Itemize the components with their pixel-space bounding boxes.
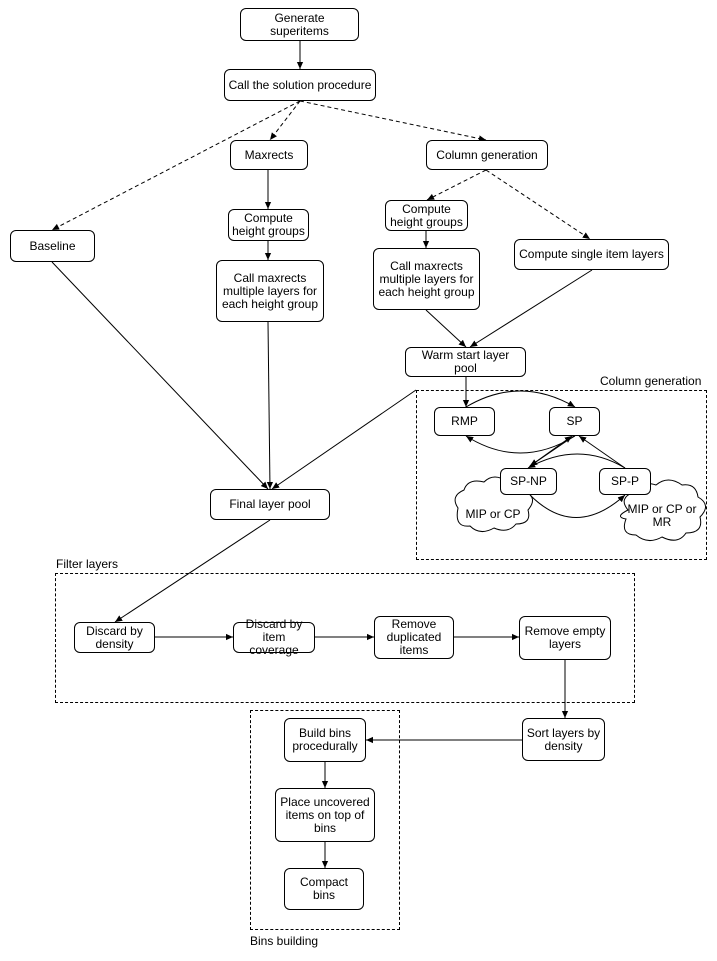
- edge-rmp-to-sp: [465, 390, 576, 408]
- bins-building-group: [250, 710, 400, 930]
- compute-single-item-layers-node[interactable]: Compute single item layers: [514, 239, 669, 270]
- edge-spp-to-sp: [578, 435, 626, 469]
- place-uncovered-items-node[interactable]: Place uncovered items on top of bins: [275, 788, 375, 842]
- edge-single-item-to-warm-start: [469, 269, 593, 348]
- column-generation-group-label: Column generation: [600, 374, 702, 388]
- generate-superitems-node[interactable]: Generate superitems: [240, 8, 359, 41]
- edge-cg-group-to-final: [271, 389, 417, 490]
- p-solver-cloud-label: MIP or CP or MR: [627, 502, 697, 529]
- sp-p-node[interactable]: SP-P: [599, 468, 651, 495]
- maxrects-node[interactable]: Maxrects: [230, 140, 308, 170]
- rmp-node[interactable]: RMP: [434, 407, 495, 436]
- compute-height-groups-cg-node[interactable]: Compute height groups: [385, 200, 468, 231]
- sort-layers-by-density-node[interactable]: Sort layers by density: [522, 718, 605, 761]
- remove-empty-layers-node[interactable]: Remove empty layers: [519, 616, 611, 660]
- edge-final-to-discard-density: [114, 519, 271, 623]
- edge-call-to-column-generation: [299, 100, 487, 142]
- edge-call-maxrects-to-final: [266, 321, 274, 490]
- edge-call-to-baseline: [51, 100, 301, 231]
- edge-spnp-to-sp: [529, 435, 573, 467]
- sp-node[interactable]: SP: [549, 407, 600, 436]
- warm-start-layer-pool-node[interactable]: Warm start layer pool: [405, 347, 526, 377]
- edge-cg-to-height-groups: [426, 169, 487, 201]
- discard-by-item-coverage-node[interactable]: Discard by item coverage: [233, 618, 315, 657]
- edge-baseline-to-final: [51, 261, 269, 490]
- edge-spp-to-spnp: [527, 453, 626, 469]
- call-maxrects-maxrects-node[interactable]: Call maxrects multiple layers for each h…: [216, 260, 324, 322]
- bins-building-group-label: Bins building: [250, 934, 319, 948]
- filter-layers-group: [55, 573, 635, 703]
- np-solver-cloud-label: MIP or CP: [465, 506, 521, 521]
- call-solution-procedure-node[interactable]: Call the solution procedure: [224, 69, 376, 101]
- column-generation-group: [416, 390, 707, 560]
- sp-np-node[interactable]: SP-NP: [500, 468, 557, 495]
- edge-cg-call-maxrects-to-warm-start: [425, 309, 467, 348]
- column-generation-node[interactable]: Column generation: [426, 140, 548, 170]
- baseline-node[interactable]: Baseline: [10, 230, 95, 262]
- discard-by-density-node[interactable]: Discard by density: [74, 622, 155, 653]
- call-maxrects-cg-node[interactable]: Call maxrects multiple layers for each h…: [373, 248, 480, 310]
- compact-bins-node[interactable]: Compact bins: [284, 868, 364, 910]
- edge-spnp-to-spp: [529, 494, 626, 518]
- edge-cg-to-single-item: [485, 169, 591, 240]
- edge-call-to-maxrects: [269, 100, 301, 141]
- filter-layers-group-label: Filter layers: [56, 557, 119, 571]
- final-layer-pool-node[interactable]: Final layer pool: [210, 489, 330, 520]
- compute-height-groups-maxrects-node[interactable]: Compute height groups: [228, 209, 309, 241]
- build-bins-procedurally-node[interactable]: Build bins procedurally: [284, 718, 366, 762]
- remove-duplicated-items-node[interactable]: Remove duplicated items: [374, 616, 454, 659]
